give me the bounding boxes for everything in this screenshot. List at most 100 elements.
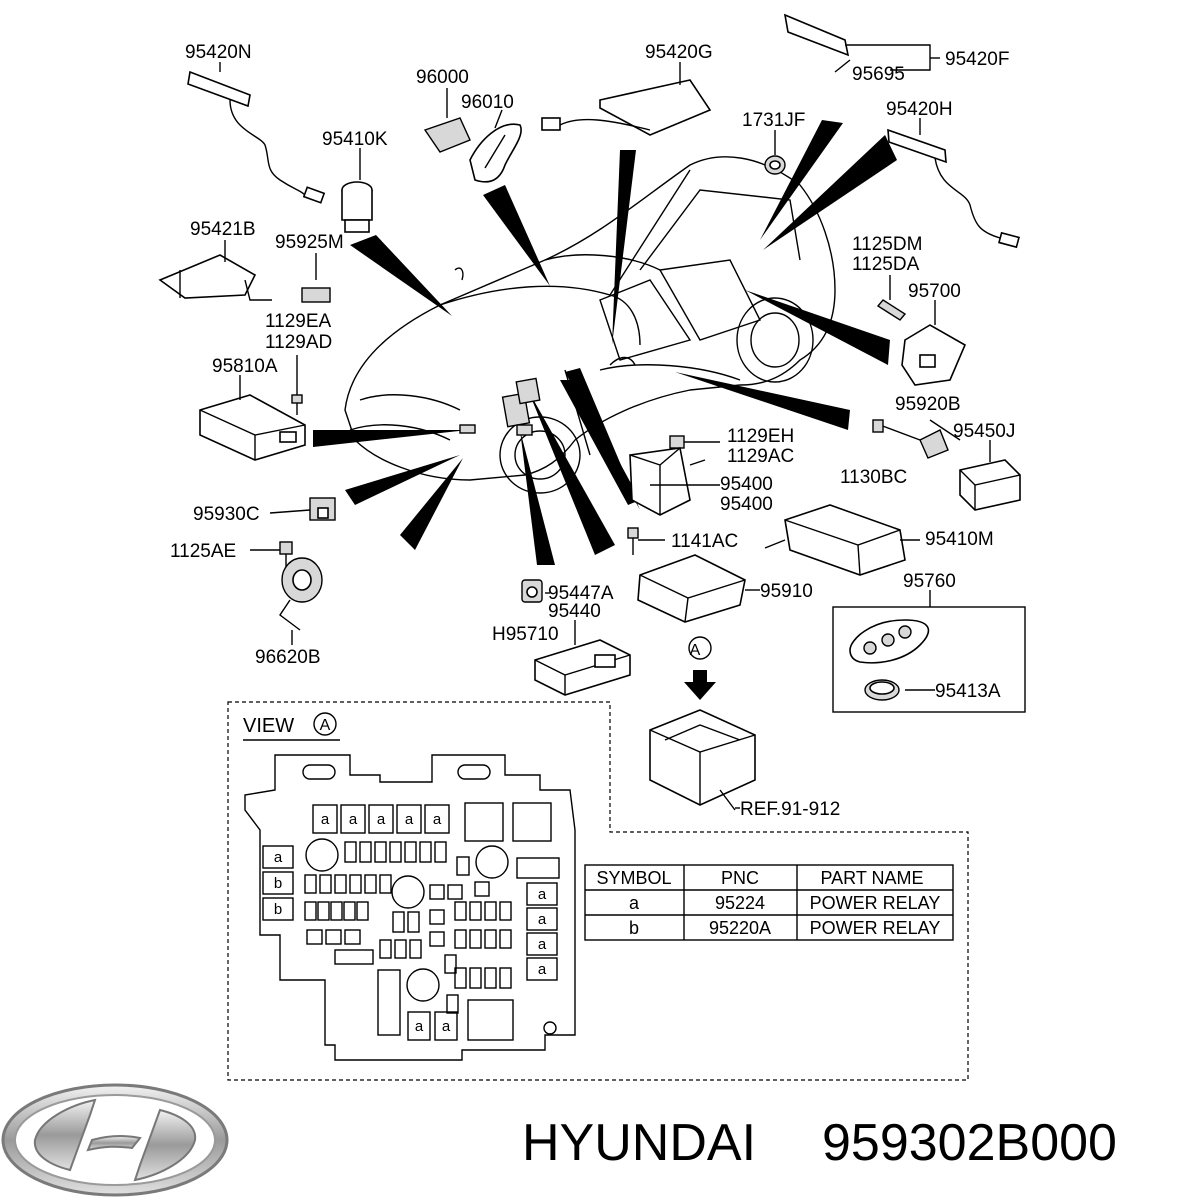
label-95400-b: 95400 (720, 494, 773, 515)
bolt-1129eh (669, 435, 720, 449)
view-a-title: VIEW (243, 715, 294, 737)
antenna-95420f (783, 13, 940, 73)
sensor-95447a (521, 579, 543, 603)
right-relay-column: a a a a (516, 857, 560, 981)
relay-left-b-1: b (274, 875, 282, 892)
label-h95710: H95710 (492, 624, 559, 645)
mini-fuse-grid (304, 841, 512, 1036)
label-1125da: 1125DA (852, 254, 920, 275)
table-row-2-name: POWER RELAY (810, 918, 941, 938)
relay-right-a-2: a (538, 911, 547, 928)
relay-a-2: a (349, 811, 358, 828)
label-95440: 95440 (548, 601, 601, 622)
label-95420h: 95420H (886, 99, 953, 120)
table-row-2-pnc: 95220A (709, 918, 771, 938)
relay-bottom-a-2: a (442, 1018, 451, 1035)
brand-name: HYUNDAI (522, 1114, 756, 1172)
relay-left-b-2: b (274, 901, 282, 918)
footer-text: HYUNDAI 959302B000 (522, 1114, 1117, 1172)
sticker-95925m (301, 253, 331, 303)
label-96000: 96000 (416, 67, 469, 88)
sensor-95930c (309, 497, 336, 521)
bolt-1141ac (627, 527, 639, 555)
leader-lines (219, 62, 991, 809)
label-95421b: 95421B (190, 219, 256, 240)
relay-a-3: a (377, 811, 386, 828)
module-95400 (629, 447, 691, 516)
relay-right-a-4: a (538, 961, 547, 978)
label-1731jf: 1731JF (742, 110, 805, 131)
label-1125dm: 1125DM (852, 234, 922, 255)
label-95410m: 95410M (925, 529, 994, 550)
view-a-circle-label: A (320, 717, 331, 734)
table-row-1-symbol: a (629, 893, 640, 913)
label-95925m: 95925M (275, 232, 344, 253)
bolt-1125dm (876, 275, 907, 321)
label-95400-a: 95400 (720, 474, 773, 495)
label-95910: 95910 (760, 581, 813, 602)
grommet-1731jf (764, 155, 786, 175)
keyfob-box-95760 (832, 590, 1026, 713)
table-row-1-pnc: 95224 (715, 893, 765, 913)
label-95930c: 95930C (193, 504, 260, 525)
antenna-95420h (887, 128, 1020, 249)
label-95447a: 95447A (548, 583, 614, 604)
left-relay-column: a b b (262, 845, 294, 921)
label-95420n: 95420N (185, 42, 252, 63)
relay-right-a-3: a (538, 936, 547, 953)
bolt-1125ae (250, 541, 293, 568)
table-row-1-name: POWER RELAY (810, 893, 941, 913)
horn-96620b (279, 557, 323, 645)
label-1129ad: 1129AD (265, 332, 332, 353)
hyundai-logo (1, 1083, 229, 1197)
relay-right-a-1: a (538, 886, 547, 903)
label-ref: REF.91-912 (740, 799, 840, 820)
airbag-unit-95910 (637, 554, 746, 623)
label-95760: 95760 (903, 571, 956, 592)
view-a-panel: VIEW A a a a a a a b (227, 701, 969, 1081)
table-header-part-name: PART NAME (820, 868, 923, 888)
bracket-95421b (158, 254, 272, 301)
label-95700: 95700 (908, 281, 961, 302)
symbol-table: SYMBOL PNC PART NAME a 95224 POWER RELAY… (584, 864, 954, 941)
label-1141ac: 1141AC (671, 531, 738, 552)
table-header-pnc: PNC (721, 868, 759, 888)
label-1130bc: 1130BC (840, 467, 907, 488)
label-arrow-a: A (690, 642, 701, 659)
module-95810a (199, 394, 306, 461)
relay-a-5: a (433, 811, 442, 828)
actuator-95700 (901, 300, 967, 386)
key-96010 (469, 123, 522, 183)
antenna-95420g (541, 79, 712, 136)
module-95450j (959, 459, 1021, 511)
label-96010: 96010 (461, 92, 514, 113)
part-number: 959302B000 (822, 1114, 1117, 1172)
label-95410k: 95410K (322, 129, 388, 150)
label-95420f: 95420F (945, 49, 1009, 70)
sensor-96000 (423, 117, 471, 153)
label-1129ac: 1129AC (727, 446, 794, 467)
bottom-relay-row: a a (407, 999, 557, 1041)
label-95810a: 95810A (212, 356, 278, 377)
label-95450j: 95450J (953, 421, 1015, 442)
top-relay-row: a a a a a (312, 802, 552, 842)
label-96620b: 96620B (255, 647, 321, 668)
part-labels: 95420N 96000 96010 95420G 95695 95420F 9… (170, 42, 1015, 820)
module-95410m (764, 504, 906, 576)
label-95420g: 95420G (645, 42, 713, 63)
label-1125ae: 1125AE (170, 541, 236, 562)
antenna-95420n (187, 70, 326, 204)
label-95920b: 95920B (895, 394, 961, 415)
sensor-95920b (872, 419, 949, 459)
module-95440 (534, 639, 631, 696)
label-1129eh: 1129EH (727, 426, 794, 447)
relay-a-4: a (405, 811, 414, 828)
relay-left-a: a (274, 849, 283, 866)
label-95695: 95695 (852, 64, 905, 85)
view-arrow-a (684, 636, 716, 700)
label-95413a: 95413A (935, 681, 1001, 702)
relay-a-1: a (321, 811, 330, 828)
pointer-wedges (313, 120, 897, 565)
bolt-1129ea (291, 355, 303, 415)
